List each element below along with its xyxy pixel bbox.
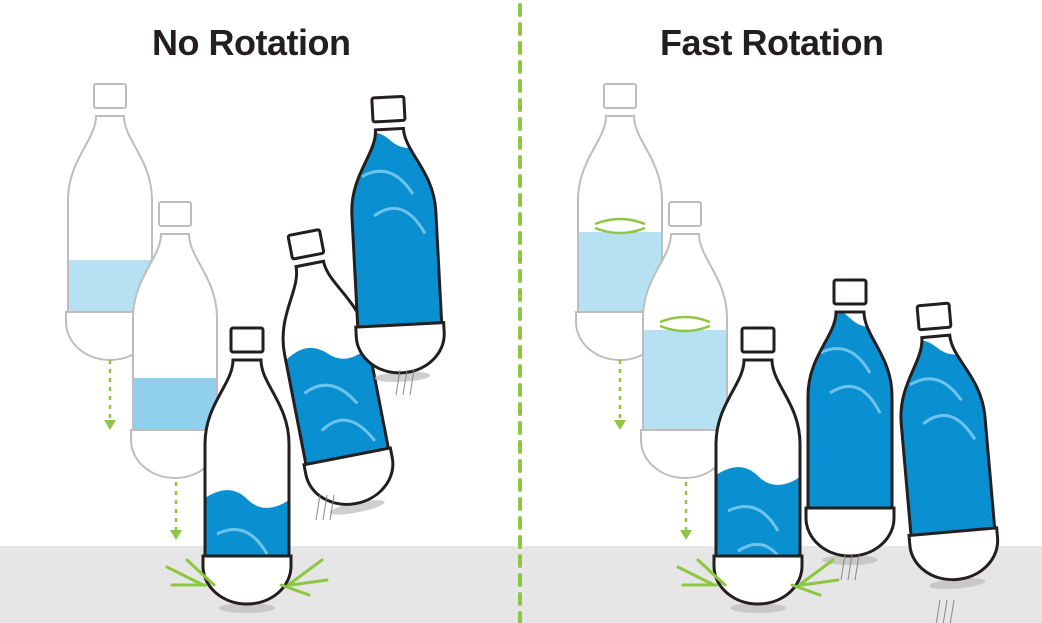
bottle-base bbox=[804, 506, 896, 558]
shadow bbox=[329, 500, 385, 515]
bottle-cap bbox=[158, 201, 192, 227]
arrow-head-icon bbox=[170, 530, 182, 540]
impact-mark bbox=[279, 583, 311, 597]
panel-title-no-rotation: No Rotation bbox=[152, 22, 351, 63]
water-streak bbox=[216, 528, 279, 558]
bottle-base bbox=[201, 554, 293, 606]
motion-line bbox=[329, 494, 335, 521]
water-streak bbox=[303, 383, 376, 442]
water bbox=[893, 338, 995, 538]
bottle-cap bbox=[603, 83, 637, 109]
motion-line bbox=[409, 369, 415, 396]
water bbox=[643, 330, 727, 432]
bottle bbox=[347, 94, 446, 383]
impact-mark bbox=[790, 583, 822, 597]
bottle bbox=[201, 326, 293, 613]
bottle-cap bbox=[832, 278, 868, 306]
bottle bbox=[279, 228, 395, 515]
water-streak bbox=[727, 505, 790, 558]
impact-mark bbox=[286, 558, 324, 587]
bottle-base bbox=[907, 526, 1000, 582]
motion-line bbox=[935, 599, 941, 623]
shadow bbox=[374, 371, 431, 383]
impact-mark bbox=[185, 558, 216, 587]
motion-line bbox=[395, 369, 401, 396]
shadow bbox=[219, 603, 275, 613]
bottle bbox=[893, 301, 1000, 590]
swirl-arrow-icon bbox=[659, 315, 711, 333]
shadow bbox=[730, 603, 786, 613]
bottle-cap bbox=[740, 326, 776, 354]
arrow-head-icon bbox=[614, 420, 626, 430]
bottle-cap bbox=[915, 301, 953, 332]
ghost-bottle bbox=[640, 201, 730, 479]
panel-title-fast-rotation: Fast Rotation bbox=[660, 22, 884, 63]
water bbox=[133, 378, 217, 432]
water bbox=[716, 467, 800, 558]
water bbox=[279, 338, 389, 467]
water bbox=[347, 132, 442, 330]
impact-mark bbox=[696, 558, 727, 587]
motion-line bbox=[942, 599, 948, 623]
water bbox=[808, 312, 892, 510]
motion-line bbox=[322, 494, 328, 521]
bottle-cap bbox=[370, 94, 407, 124]
arrow-head-icon bbox=[104, 420, 116, 430]
motion-line bbox=[854, 554, 860, 581]
bottle-cap bbox=[286, 228, 326, 261]
shadow bbox=[929, 577, 986, 590]
bottle-cap bbox=[229, 326, 265, 354]
arrow-head-icon bbox=[680, 530, 692, 540]
water-streak bbox=[819, 347, 882, 414]
bottle-base bbox=[354, 320, 446, 375]
impact-mark bbox=[289, 578, 329, 587]
impact-mark bbox=[165, 565, 205, 587]
water bbox=[205, 490, 289, 558]
shadow bbox=[822, 555, 878, 565]
swirl-arrow-icon bbox=[594, 217, 646, 235]
water-streak bbox=[361, 169, 427, 235]
impact-mark bbox=[800, 578, 840, 587]
impact-mark bbox=[797, 558, 835, 587]
bottle bbox=[804, 278, 896, 565]
motion-line bbox=[840, 554, 846, 581]
motion-line bbox=[949, 599, 955, 623]
ghost-bottle bbox=[130, 201, 220, 479]
bottle bbox=[712, 326, 804, 613]
water-streak bbox=[909, 377, 977, 441]
bottle-base bbox=[712, 554, 804, 606]
bottle-cap bbox=[668, 201, 702, 227]
bottle-base bbox=[302, 446, 395, 506]
impact-mark bbox=[676, 565, 716, 587]
motion-line bbox=[315, 494, 321, 521]
motion-line bbox=[847, 554, 853, 581]
bottle-cap bbox=[93, 83, 127, 109]
motion-line bbox=[402, 369, 408, 396]
